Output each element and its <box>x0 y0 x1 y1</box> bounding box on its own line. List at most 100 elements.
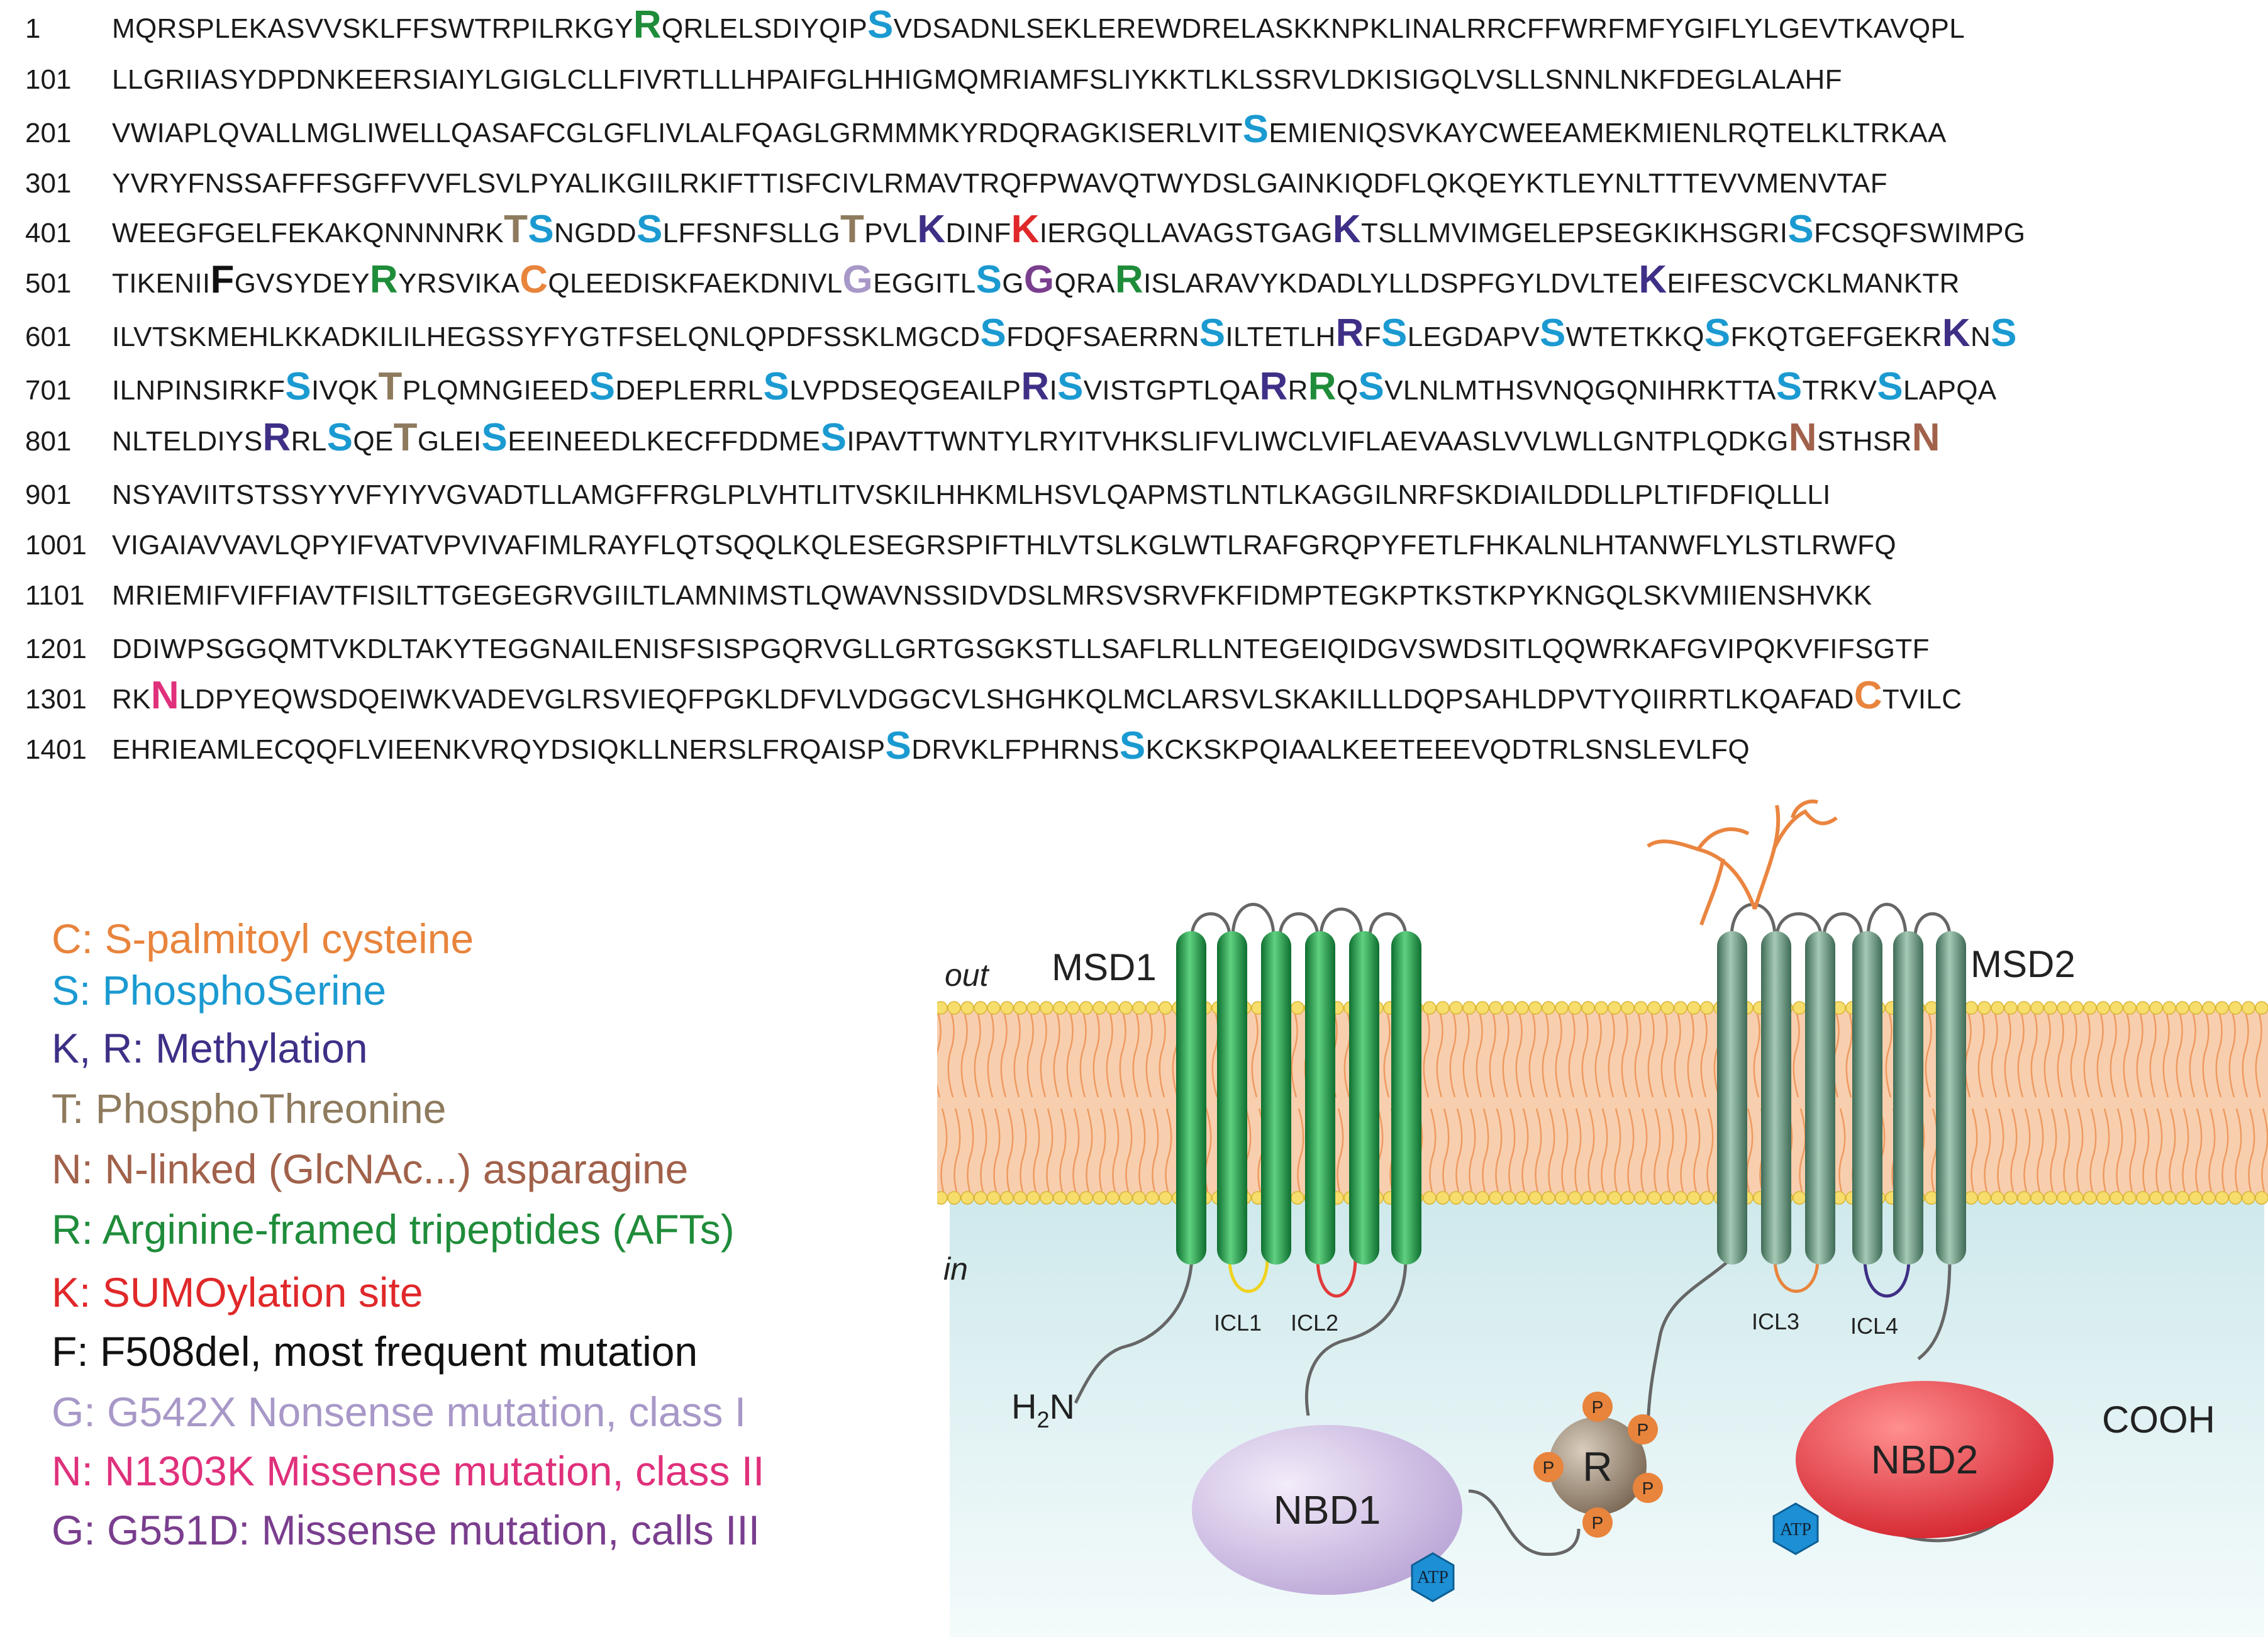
residue-run: MQRSPLEKASVVSKLFFSWTRPILRKGY <box>112 13 633 44</box>
lipid-head <box>2123 1191 2137 1205</box>
lipid-head <box>1555 1001 1569 1015</box>
residue-run: YRSVIKA <box>398 268 520 299</box>
lipid-head <box>2176 1191 2189 1205</box>
phosphate-label: P <box>1543 1458 1555 1477</box>
lipid-head <box>2162 1001 2176 1015</box>
lipid-head <box>2030 1001 2044 1015</box>
sequence-residues: MRIEMIFVIFFIAVTFISILTTGEGEGRVGIILTLAMNIM… <box>112 577 1872 615</box>
lipid-head <box>1145 1001 1159 1015</box>
phosphate-label: P <box>1642 1478 1654 1498</box>
modified-residue-phosphoserine: S <box>326 416 353 459</box>
lipid-head <box>2202 1001 2216 1015</box>
lipid-tail <box>980 1108 987 1192</box>
lipid-head <box>2017 1191 2031 1205</box>
sequence-residues: NLTELDIYSRRLSQETGLEISEEINEEDLKECFFDDMESI… <box>112 418 1940 461</box>
residue-run: LAPQA <box>1903 375 1997 406</box>
sequence-residues: RKNLDPYEQWSDQEIWKVADEVGLRSVIEQFPGKLDFVLV… <box>112 676 1962 718</box>
residue-run: PVL <box>864 218 918 249</box>
lipid-tail <box>2023 1108 2031 1192</box>
lipid-head <box>1436 1001 1450 1015</box>
lipid-tail <box>2083 1014 2091 1098</box>
lipid-tail <box>1099 1108 1106 1192</box>
lipid-tail <box>2076 1108 2084 1192</box>
lipid-tail <box>1046 1108 1053 1192</box>
lipid-head <box>1291 1001 1304 1015</box>
lipid-head <box>1621 1191 1635 1205</box>
lipid-head <box>1423 1001 1437 1015</box>
lipid-tail <box>953 1108 961 1192</box>
sequence-position: 801 <box>25 426 72 457</box>
residue-run: IPAVTTWNTYLRYITVHKSLIFVLIWCLVIFLAEVAASLV… <box>847 426 1789 457</box>
lipid-head <box>1674 1191 1687 1205</box>
lipid-head <box>1502 1191 1516 1205</box>
lipid-head <box>1674 1001 1687 1015</box>
lipid-tail <box>1033 1108 1040 1192</box>
sequence-position: 301 <box>25 168 72 199</box>
sequence-residues: YVRYFNSSAFFFSGFFVVFLSVLPYALIKGIILRKIFTTI… <box>112 165 1887 203</box>
lipid-tail <box>2195 1108 2203 1192</box>
lipid-tail <box>1383 1014 1391 1098</box>
membrane <box>937 1007 2268 1199</box>
lipid-head <box>2255 1191 2268 1205</box>
lipid-head <box>1687 1191 1701 1205</box>
lipid-head <box>974 1001 987 1015</box>
lipid-tail <box>1799 1108 1806 1192</box>
lipid-head <box>1106 1001 1120 1015</box>
lipid-tail <box>1838 1108 1846 1192</box>
lipid-head <box>1040 1001 1053 1015</box>
modified-residue-phosphoserine: S <box>481 416 508 459</box>
modified-residue-phosphoserine: S <box>976 258 1003 301</box>
modified-residue-phosphoserine: S <box>1358 365 1385 408</box>
sequence-residues: DDIWPSGGQMTVKDLTAKYTEGGNAILENISFSISPGQRV… <box>112 630 1930 668</box>
lipid-tail <box>1462 1014 1470 1098</box>
lipid-head <box>1106 1191 1120 1205</box>
modified-residue-phosphoserine: S <box>285 365 311 408</box>
modified-residue-phosphoserine: S <box>980 311 1007 355</box>
atp-label: ATP <box>1780 1520 1811 1539</box>
lipid-tail <box>1145 1014 1153 1098</box>
phosphate-group <box>1533 1452 1564 1482</box>
modified-residue-phosphothreonine: T <box>393 416 418 459</box>
lipid-tail <box>2096 1014 2104 1098</box>
msd2-helix-2 <box>1761 931 1791 1265</box>
lipid-heads-top <box>937 1001 2268 1015</box>
lipid-tail <box>1066 1014 1074 1098</box>
lipid-head <box>1502 1001 1516 1015</box>
modified-residue-nglyco: N <box>1911 416 1940 459</box>
lipid-head <box>1026 1191 1040 1205</box>
sequence-position: 1001 <box>25 530 87 561</box>
phosphate-group <box>1633 1473 1663 1503</box>
lipid-head <box>1647 1191 1661 1205</box>
lipid-head <box>1700 1191 1714 1205</box>
lipid-tail <box>2182 1108 2189 1192</box>
lipid-tail <box>1561 1108 1569 1192</box>
residue-run: ILVTSKMEHLKKADKILILHEGSSYFYGTFSELQNLQPDF… <box>112 321 981 352</box>
icl3-label: ICL3 <box>1752 1309 1799 1334</box>
lipid-head <box>2043 1191 2057 1205</box>
lipid-tail <box>1845 1014 1853 1098</box>
lipid-tail <box>2103 1108 2110 1192</box>
lipid-head <box>1053 1191 1067 1205</box>
modified-residue-phosphoserine: S <box>1704 311 1731 355</box>
residue-run: DEPLERRL <box>615 375 764 406</box>
lipid-head <box>2228 1001 2242 1015</box>
residue-run: EMIENIQSVKAYCWEEAMEKMIENLRQTELKLTRKAA <box>1269 118 1947 148</box>
sequence-residues: MQRSPLEKASVVSKLFFSWTRPILRKGYRQRLELSDIYQI… <box>112 6 1965 48</box>
modified-residue-phosphoserine: S <box>636 208 663 251</box>
icl4-label: ICL4 <box>1850 1313 1898 1339</box>
residue-run: EEINEEDLKECFFDDME <box>508 426 821 457</box>
lipid-head <box>2255 1001 2268 1015</box>
lipid-head <box>1991 1001 2004 1015</box>
sequence-residues: VWIAPLQVALLMGLIWELLQASAFCGLGFLIVLALFQAGL… <box>112 110 1947 152</box>
lipid-head <box>2096 1191 2110 1205</box>
modified-residue-methylation: R <box>1259 365 1288 408</box>
modified-residue-g551d: G <box>1023 258 1055 301</box>
residue-run: NGDD <box>554 218 636 249</box>
lipid-head <box>1700 1001 1714 1015</box>
atp-nbd1: ATP <box>1411 1552 1455 1602</box>
nbd1-label: NBD1 <box>1274 1487 1381 1533</box>
lipid-tail <box>1482 1108 1489 1192</box>
residue-run: ISLARAVYKDADLYLLDSPFGYLDVLTE <box>1143 268 1639 299</box>
lipid-tail <box>947 1014 955 1098</box>
msd1-helix-2 <box>1217 931 1247 1265</box>
